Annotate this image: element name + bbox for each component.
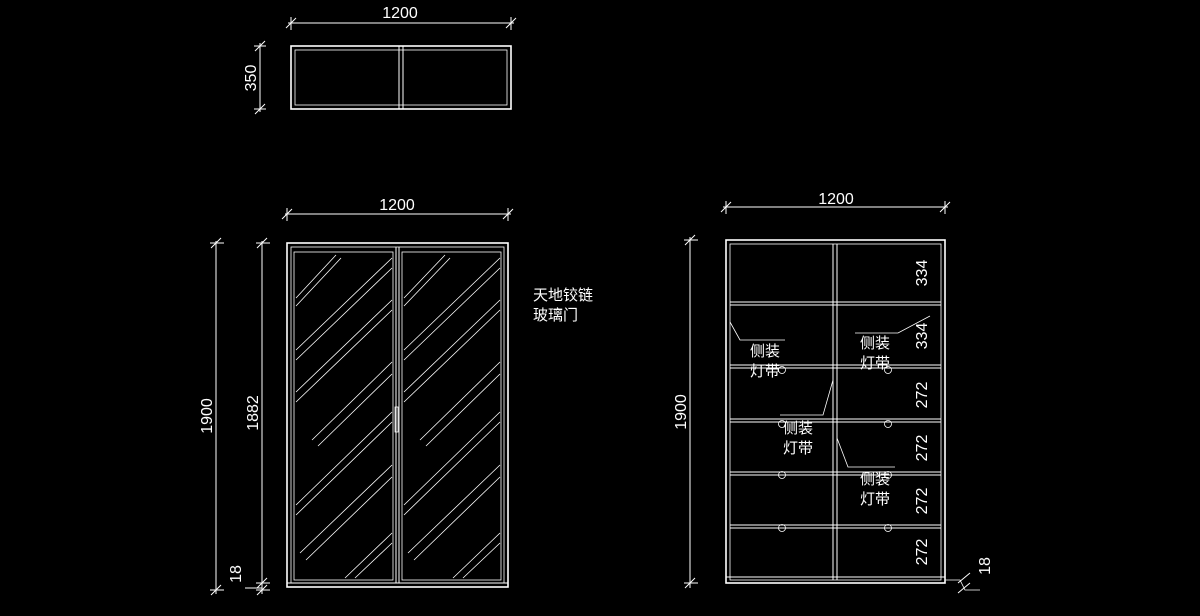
light-label-4-line1: 侧装 — [860, 470, 890, 488]
right-glass-door — [401, 251, 502, 581]
shelf-label-6: 272 — [914, 539, 931, 566]
light-label-3-line2: 灯带 — [783, 439, 813, 457]
interior-outer-frame — [725, 239, 946, 584]
shelf-pins — [778, 366, 892, 532]
front-total-height-label: 1900 — [199, 398, 216, 434]
interior-width-label: 1200 — [818, 191, 854, 208]
interior-view: 侧装 灯带 侧装 灯带 侧装 灯带 侧装 灯带 334 334 272 272 … — [673, 191, 994, 594]
light-label-3-line1: 侧装 — [783, 419, 813, 437]
interior-base-label: 18 — [977, 557, 994, 575]
top-view-inner — [294, 49, 508, 106]
shelf-label-2: 334 — [914, 323, 931, 350]
light-label-4-line2: 灯带 — [860, 490, 890, 508]
hinge-note-line2: 玻璃门 — [533, 306, 578, 324]
left-glass-door — [293, 251, 394, 581]
front-width-label: 1200 — [379, 197, 415, 214]
top-width-label: 1200 — [382, 5, 418, 22]
light-label-1-line1: 侧装 — [750, 342, 780, 360]
front-outer-frame — [286, 242, 509, 588]
interior-height-label: 1900 — [673, 394, 690, 430]
light-leaders — [729, 315, 931, 468]
light-label-2-line2: 灯带 — [860, 354, 890, 372]
hinge-note-line1: 天地铰链 — [533, 286, 593, 304]
interior-shelves — [726, 301, 945, 578]
right-glass-hatch — [403, 254, 501, 579]
front-view: 1200 1900 1882 18 天地铰链 玻璃门 — [199, 197, 593, 596]
front-door-height-label: 1882 — [245, 395, 262, 431]
top-view: 1200 350 — [243, 5, 517, 115]
light-label-1-line2: 灯带 — [750, 362, 780, 380]
top-height-label: 350 — [243, 65, 260, 92]
front-base-label: 18 — [228, 565, 245, 583]
left-glass-hatch — [295, 254, 393, 579]
door-handle — [394, 406, 399, 433]
shelf-label-4: 272 — [914, 435, 931, 462]
shelf-label-1: 334 — [914, 260, 931, 287]
top-view-outline — [290, 45, 512, 110]
light-label-2-line1: 侧装 — [860, 334, 890, 352]
shelf-label-3: 272 — [914, 382, 931, 409]
shelf-label-5: 272 — [914, 488, 931, 515]
